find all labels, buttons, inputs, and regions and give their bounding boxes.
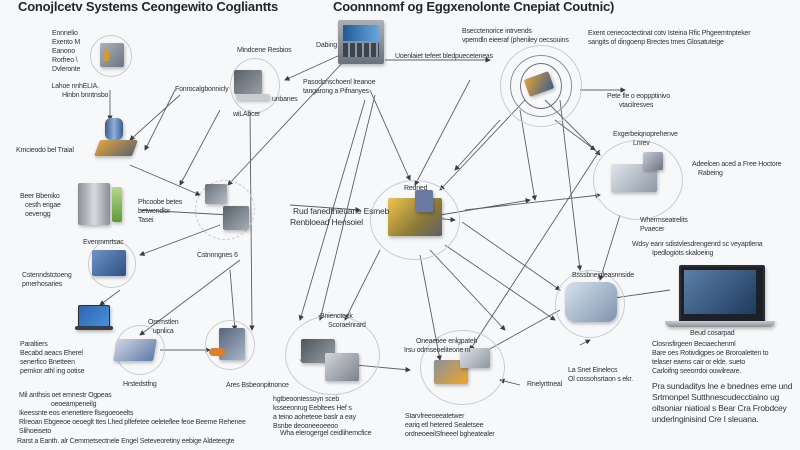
label-rb-cluster-side: Rnelyrttneal [527, 381, 562, 388]
label-right-cluster-title: Exgerbeiqnoprehenve Lnrev [613, 131, 678, 147]
label-hub-left-caption: Hrstedstfng [123, 381, 157, 388]
label-right-note: Wdsy eanr sdistvlesdrengenrd sc veyaptle… [632, 241, 763, 257]
node-bottom-right-cluster [555, 270, 625, 338]
label-globe-right: Pete fle o eoppptinivo vtacilresves [607, 93, 670, 109]
label-center-bottom-top: Bniencteek Scoraelnrard [320, 313, 366, 329]
node-right-cluster [593, 140, 683, 220]
label-bottom-right-cluster: Bsssbnejgleasnnside [572, 272, 634, 279]
label-monitor-caption: Pasodcnschoenl lreanoe tangarong a Pifna… [303, 79, 376, 95]
label-ares-caption: Ares Bsbeonpitnonce [226, 382, 289, 389]
server-icon [234, 70, 262, 94]
node-laptop [665, 265, 775, 330]
diagram-title-center: Coonnnomf og Eggxenolonte Cnepiat Coutni… [333, 0, 615, 14]
label-hub-left-top: Oremstlen upnlica [148, 319, 179, 335]
cylinder-icon [105, 118, 123, 140]
node-printer [78, 183, 128, 228]
node-server-top-mid [222, 58, 282, 113]
label-left-green-note: Phcoobe betes betwendlor Tasei [138, 199, 183, 224]
label-center-bottom-text: hgtbeoontessoyn sceb ksseeonrug Eebltees… [273, 396, 356, 430]
label-left-mid-note: Cstenndstctoeng pmerhosaries [22, 272, 72, 288]
label-monitor-arrow: Uoenlaiet tefeet bledpueceteneas [395, 53, 493, 60]
label-left-printer: Beer Bbeniko cesth erigae oevengg [20, 193, 61, 218]
node-globe [500, 45, 582, 127]
node-center-bottom [285, 315, 380, 395]
label-left-laptop-note: Paraltiers Becabd aeacs Eherel senerfico… [20, 341, 85, 375]
label-top-left-caption: Lahoe nnhELIA. Hinbn bnntnsbo [51, 83, 109, 99]
label-monitor: Dabing [316, 42, 337, 49]
label-top-mid-right: unbanes [272, 96, 298, 103]
label-rb-cluster-bottom: Starvfreeoeeatetwer eariq etl hetered Se… [405, 413, 495, 438]
engine-icon [565, 282, 617, 322]
node-ares [205, 320, 257, 370]
label-left-device-caption: Evenmmrtsac [83, 239, 124, 246]
label-top-mid-left: Fonrocalgbonnicly [175, 86, 229, 93]
label-bottom-right-text: Pra sundaditys lne e bnednes eme und Srt… [652, 381, 793, 424]
label-laptop-caption: Beud cosarpad [690, 330, 735, 337]
diagram-title-left: Conojlcetv Systems Ceongewito Cogliantts [18, 0, 278, 14]
laptop-icon [78, 305, 110, 327]
node-center-hub [370, 180, 460, 260]
label-bottom-left-text: Mil anthsis oet emnestr Ogpeas oeoeampen… [19, 392, 246, 435]
label-center-bottom-caption: Wha elerogergel ceidlihemcfice [280, 430, 372, 437]
label-top-center-note: Bsecctenorice intrvends vpemdln eieeraf … [462, 28, 569, 44]
label-top-right-note: Exent cenecoctectinat cotv Isteina Rfic … [588, 30, 751, 46]
printer-icon [78, 183, 110, 225]
label-left-cylinder: Kmcieodo bel Traial [16, 147, 74, 154]
node-small-laptop [75, 305, 113, 333]
node-blue-scanner [88, 240, 136, 288]
tray-icon [94, 140, 138, 156]
node-cylinder [94, 118, 139, 166]
node-rb-cluster [420, 330, 505, 405]
label-center-node-tag: Redned [404, 185, 428, 192]
label-center-node-text: Rud fanedthleuane Esmeb Renbloead Hensoi… [290, 206, 390, 227]
label-top-mid-bottom: wiLAbcer [233, 111, 261, 118]
node-monitor [338, 20, 388, 68]
label-rb-cluster-title: Oneaetiee enlgpateh Irsu odmseneliteorie… [404, 338, 478, 354]
router-icon [113, 339, 157, 361]
label-center-device-left: Cstnnngnes 6 [197, 252, 238, 259]
label-top-left-stack: Ennnelio Exento M Eanono Rorfreo \ Dvler… [52, 30, 81, 73]
node-hub-left [105, 325, 165, 375]
node-center-left [195, 180, 255, 240]
scanner-icon [92, 250, 126, 276]
label-right-cluster-under: Whermseatrelits Pvaecer [640, 217, 688, 233]
label-rb-right-caption: La Snet Einelecs Ol cossohsrtaon s ekr. [568, 367, 633, 383]
drive-module-icon [460, 348, 490, 368]
device-icon [223, 206, 249, 230]
server-box-icon [205, 184, 227, 204]
label-laptop-note: Closnsfirgeen Beciaechenml Bare oes Roti… [652, 341, 769, 375]
label-right-cluster-side: Adeelcen aced a Free Hoctore Rabeing [692, 161, 782, 177]
node-cube-top-left [90, 35, 132, 77]
scanner-machine-icon [325, 353, 359, 381]
diagram-footer: Rarst a Eanth. alr Cemmetsectnele Engel … [17, 438, 235, 445]
label-top-mid-title: Mindcene Resbios [237, 47, 292, 54]
